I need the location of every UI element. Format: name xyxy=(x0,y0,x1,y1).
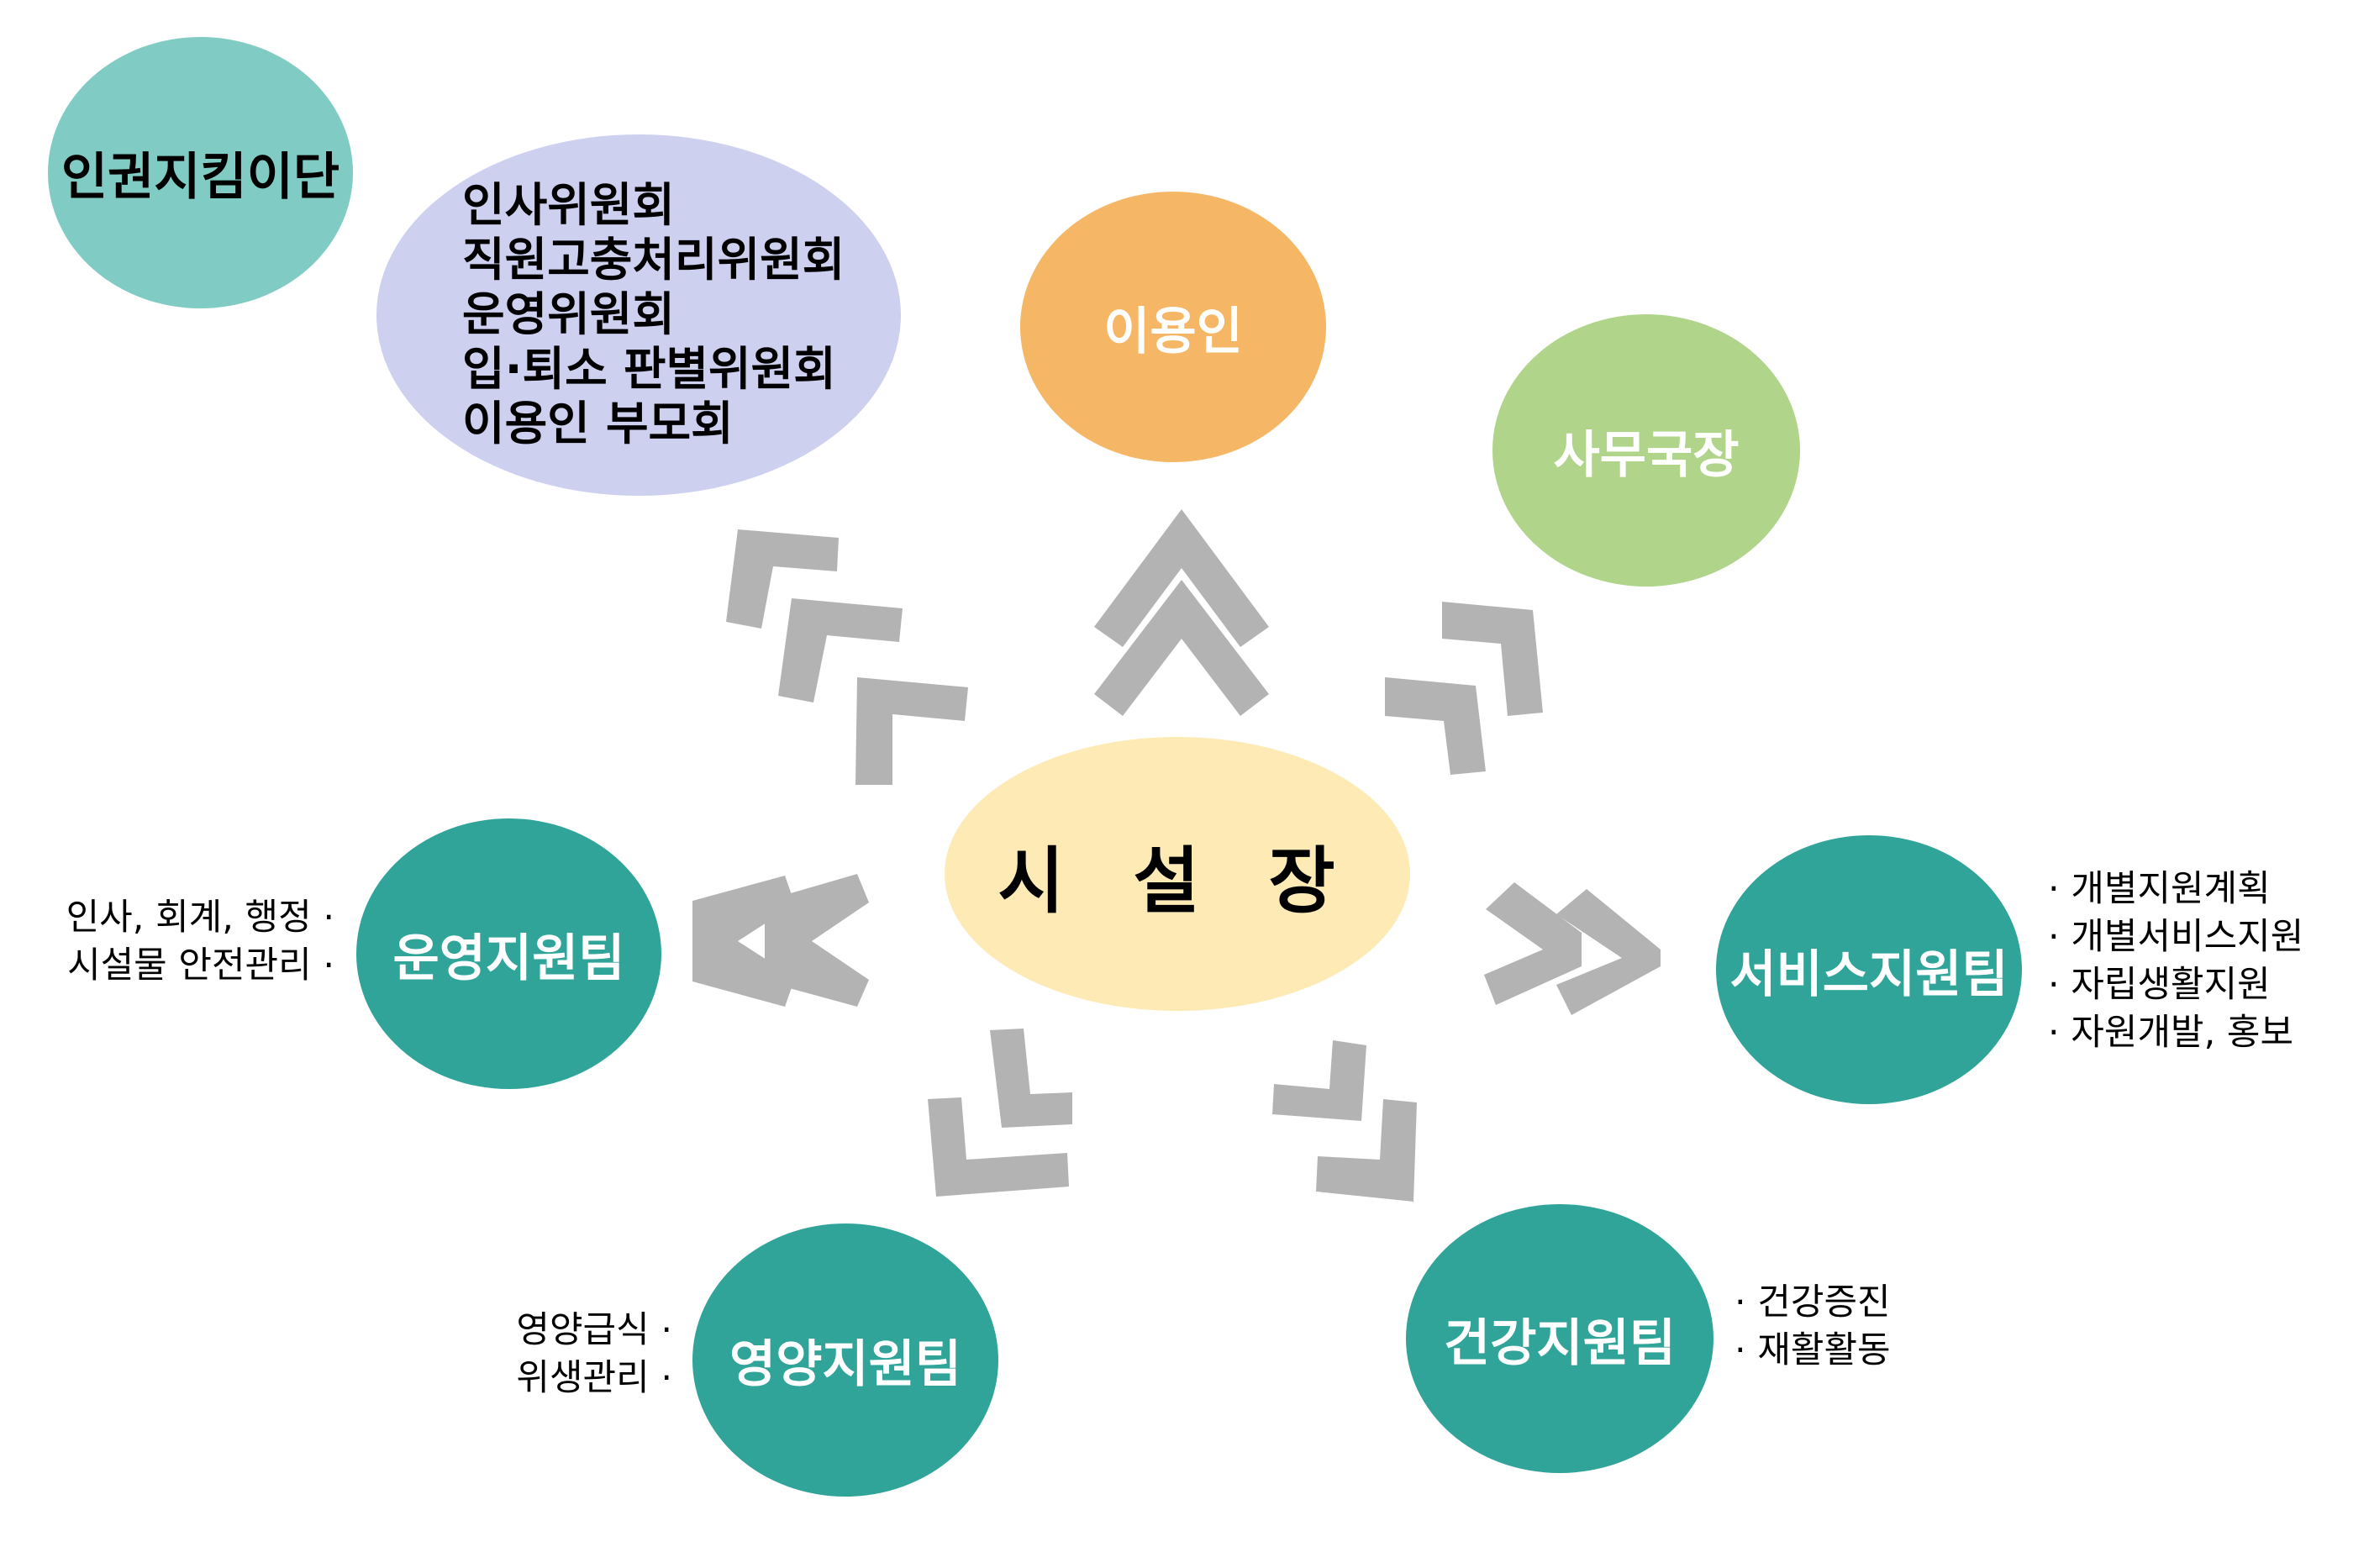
chevron-to-nutrition xyxy=(928,1029,1072,1197)
duty-item: · 개별서비스지원 xyxy=(2048,916,2304,958)
chevron-right-icon xyxy=(1556,889,1661,1015)
chevron-to-secretary xyxy=(1385,602,1543,775)
chevron-down-left-icon xyxy=(990,1029,1072,1128)
chevron-up-icon xyxy=(1094,580,1269,716)
duty-item: 시설물 안전관리 · xyxy=(67,944,334,987)
director-label: 시 설 장 xyxy=(998,839,1357,923)
duty-item: 영양급식 · xyxy=(516,1309,672,1351)
health-team-label: 건강지원팀 xyxy=(1444,1313,1676,1373)
chevron-up-right-icon xyxy=(1442,602,1543,716)
nutrition-duties: 영양급식 · 위생관리 · xyxy=(420,1307,672,1402)
secretary-label: 사무국장 xyxy=(1553,425,1740,485)
director-node: 시 설 장 xyxy=(945,737,1410,1011)
nutrition-team-label: 영양지원팀 xyxy=(729,1335,961,1394)
rights-team-label: 인권지킴이단 xyxy=(61,148,340,207)
chevron-right-icon xyxy=(1484,882,1582,1005)
duty-item: · 자립생활지원 xyxy=(2048,964,2271,1006)
chevron-down-right-icon xyxy=(1272,1040,1366,1121)
chevron-left-icon xyxy=(765,874,869,1007)
duty-item: · 개별지원계획 xyxy=(2048,868,2271,910)
chevron-up-left-icon xyxy=(726,529,839,629)
service-team-label: 서비스지원팀 xyxy=(1729,944,2008,1004)
chevron-down-left-icon xyxy=(928,1097,1069,1197)
chevron-up-right-icon xyxy=(1385,677,1486,775)
chevron-up-left-icon xyxy=(855,677,968,785)
duty-item: 인사, 회계, 행정 · xyxy=(66,897,334,939)
user-label: 이용인 xyxy=(1103,302,1243,361)
chevron-to-committees xyxy=(726,529,968,785)
committees-node xyxy=(376,134,901,496)
operations-team-node: 운영지원팀 xyxy=(356,818,661,1089)
health-duties: · 건강증진 · 재활활동 xyxy=(1734,1279,1891,1375)
chevron-up-icon xyxy=(1094,509,1269,647)
chevron-up-left-icon xyxy=(778,598,903,702)
nutrition-team-node: 영양지원팀 xyxy=(692,1223,998,1497)
duty-item: 위생관리 · xyxy=(516,1357,672,1399)
chevron-to-operations xyxy=(692,874,869,1007)
committee-item: 직원고충처리위원회 xyxy=(462,233,845,287)
committee-item: 운영위원회 xyxy=(462,287,676,341)
secretary-node: 사무국장 xyxy=(1492,314,1800,587)
chevron-down-right-icon xyxy=(1316,1099,1417,1202)
chevron-to-user xyxy=(1094,509,1269,716)
committee-item: 입·퇴소 판별위원회 xyxy=(462,342,836,396)
committee-item: 이용인 부모회 xyxy=(462,397,734,450)
rights-team-node: 인권지킴이단 xyxy=(48,37,353,308)
duty-item: · 재활활동 xyxy=(1734,1329,1891,1371)
service-duties: · 개별지원계획 · 개별서비스지원 · 자립생활지원 · 자원개발, 홍보 xyxy=(2048,866,2303,1057)
operations-team-label: 운영지원팀 xyxy=(392,929,625,988)
duty-item: · 자원개발, 홍보 xyxy=(2048,1012,2294,1054)
committee-item: 인사위원회 xyxy=(462,178,676,232)
chevron-to-service xyxy=(1484,882,1661,1015)
service-team-node: 서비스지원팀 xyxy=(1716,835,2022,1104)
health-team-node: 건강지원팀 xyxy=(1406,1204,1713,1473)
operations-duties: 인사, 회계, 행정 · 시설물 안전관리 · xyxy=(0,894,334,990)
committee-list: 인사위원회 직원고충처리위원회 운영위원회 입·퇴소 판별위원회 이용인 부모회 xyxy=(462,178,845,451)
chevron-to-health xyxy=(1272,1040,1417,1202)
duty-item: · 건강증진 xyxy=(1734,1281,1891,1323)
user-node: 이용인 xyxy=(1020,192,1326,462)
